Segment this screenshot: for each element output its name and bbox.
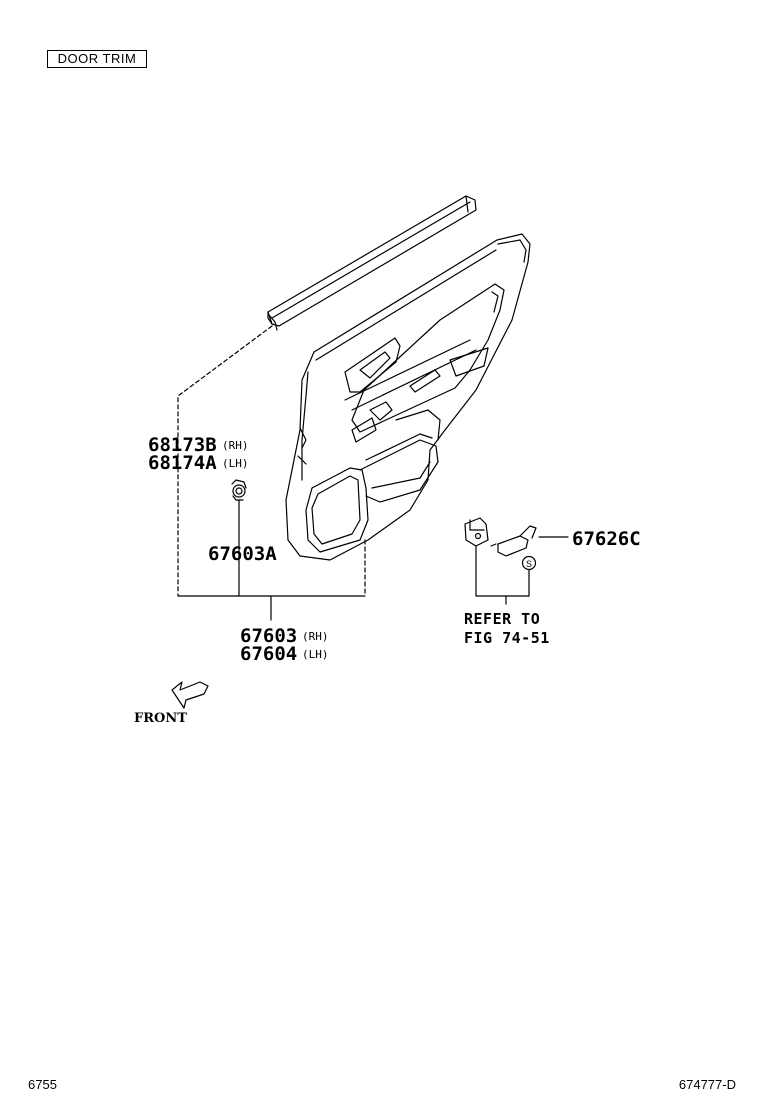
footer-page-number: 6755: [28, 1077, 57, 1092]
label-trim-board-rh: 67603: [240, 625, 297, 647]
label-clip: 67603A: [208, 543, 277, 565]
label-trim-board-rh-side: (RH): [302, 630, 329, 643]
refer-line2: FIG 74-51: [464, 629, 550, 647]
leader-lines: [177, 325, 569, 621]
front-label: FRONT: [134, 711, 187, 726]
front-arrow-icon: [171, 681, 209, 709]
section-title: DOOR TRIM: [57, 51, 137, 66]
label-trim-board-lh-side: (LH): [302, 648, 329, 661]
s-marker-label: S: [526, 559, 532, 569]
label-weatherstrip-lh-side: (LH): [222, 457, 249, 470]
label-weatherstrip-lh: 68174A: [148, 452, 217, 474]
label-weatherstrip-rh-side: (RH): [222, 439, 249, 452]
footer-illustration-code: 674777-D: [678, 1077, 736, 1092]
label-weatherstrip-rh: 68173B: [148, 434, 217, 456]
label-handle: 67626C: [572, 528, 641, 550]
door-trim-board-part: [285, 233, 531, 561]
weatherstrip-part: [267, 195, 477, 331]
handle-part: [464, 517, 537, 557]
section-title-box: DOOR TRIM: [47, 50, 147, 68]
label-trim-board-lh: 67604: [240, 643, 297, 665]
clip-part: [231, 479, 247, 501]
refer-line1: REFER TO: [464, 610, 540, 628]
